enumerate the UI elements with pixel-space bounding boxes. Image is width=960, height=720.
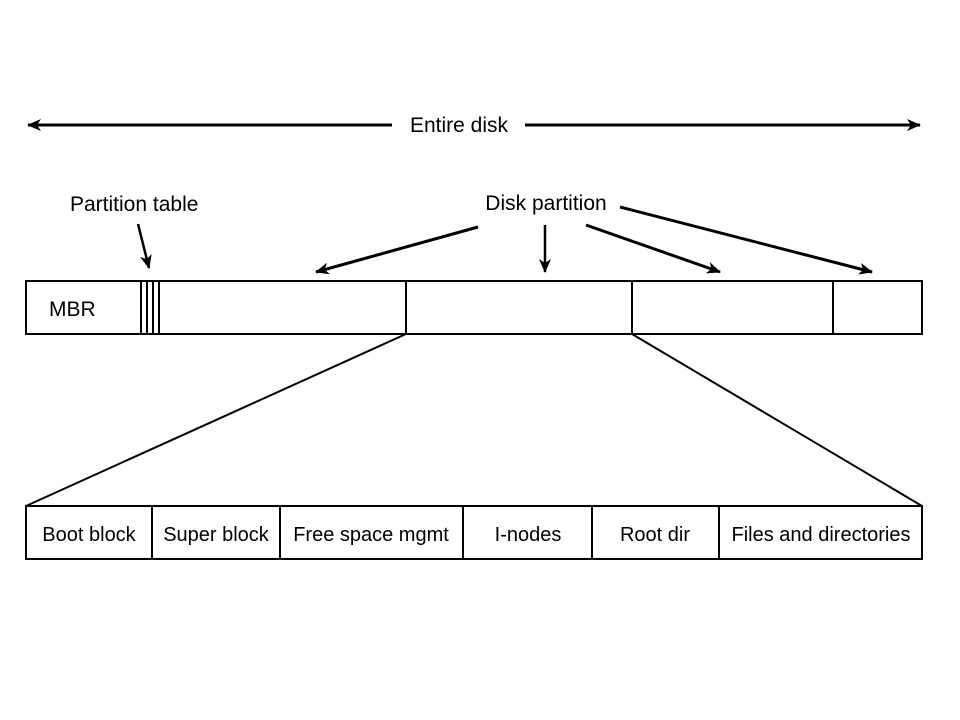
disk-bar [25,280,923,335]
mbr-label: MBR [49,298,96,321]
disk-partition-arrows [315,205,873,275]
zoom-lines [25,333,923,507]
files-and-directories-label: Files and directories [732,524,911,546]
partition-layout-labels: Boot block Super block Free space mgmt I… [42,524,910,546]
super-block-label: Super block [163,524,270,546]
partition-table-marks [140,281,160,334]
partition-layout-bar [25,505,923,560]
disk-partition-label: Disk partition [485,192,606,215]
free-space-mgmt-label: Free space mgmt [293,524,449,546]
partition-table-arrow [136,223,152,269]
boot-block-label: Boot block [42,524,136,546]
partition-table-label: Partition table [70,193,198,216]
i-nodes-label: I-nodes [495,524,562,546]
root-dir-label: Root dir [620,524,690,546]
entire-disk-label: Entire disk [410,114,509,137]
